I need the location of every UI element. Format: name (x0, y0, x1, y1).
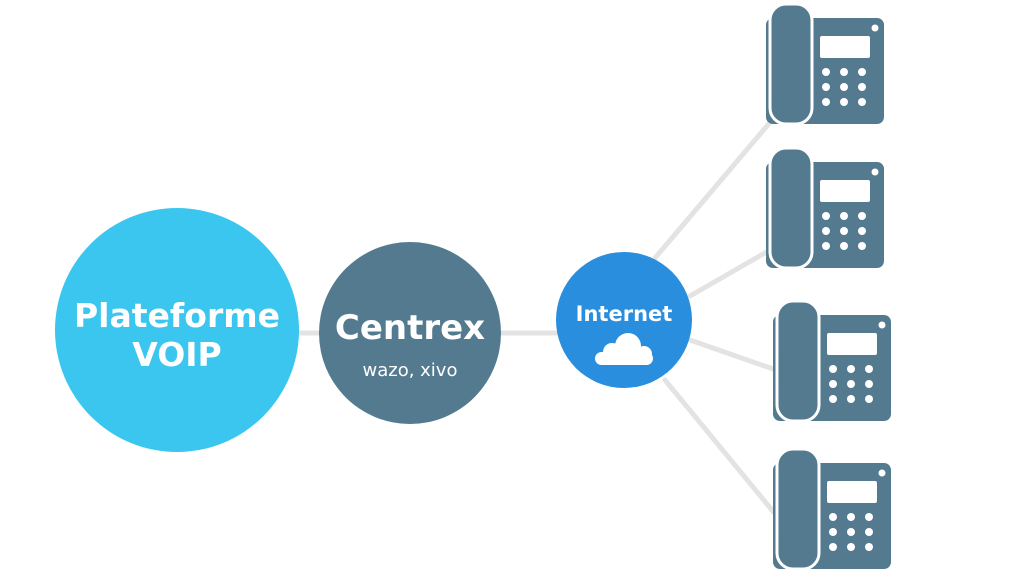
link-internet-phone-1 (652, 117, 775, 261)
centrex-title: Centrex (335, 308, 485, 348)
platform-circle (55, 208, 299, 452)
link-internet-phone-4 (662, 377, 779, 518)
platform-node: Plateforme VOIP (55, 208, 299, 452)
desk-phone-icon (771, 447, 893, 571)
phone-2 (764, 146, 886, 270)
internet-circle (556, 252, 692, 388)
internet-node: Internet (556, 252, 692, 388)
internet-title: Internet (576, 302, 673, 326)
cloud-icon (595, 333, 653, 365)
connector-lines (287, 117, 779, 518)
phone-1 (764, 2, 886, 126)
desk-phone-icon (764, 146, 886, 270)
platform-label-line1: Plateforme (74, 296, 280, 335)
phone-4 (771, 447, 893, 571)
platform-label-line2: VOIP (132, 335, 221, 374)
centrex-node: Centrex wazo, xivo (319, 242, 501, 424)
centrex-subtitle: wazo, xivo (363, 360, 458, 381)
link-internet-phone-3 (687, 337, 779, 373)
centrex-circle (319, 242, 501, 424)
desk-phone-icon (771, 299, 893, 423)
desk-phone-icon (764, 2, 886, 126)
phone-3 (771, 299, 893, 423)
link-internet-phone-2 (687, 247, 773, 299)
